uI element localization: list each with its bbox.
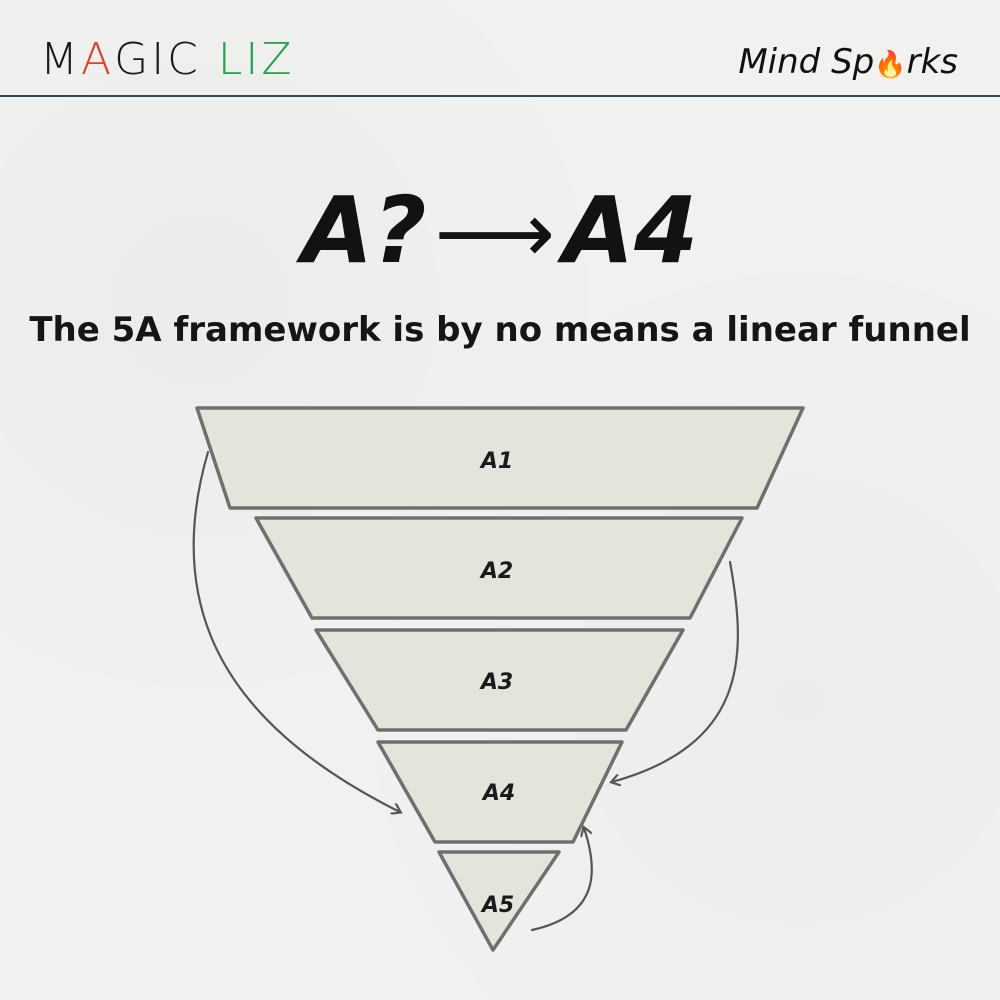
page-title: A?⟶A4 [0, 176, 1000, 288]
header-divider [0, 95, 1000, 97]
funnel-layer-a1 [195, 406, 805, 510]
tagline-text-end: rks [906, 42, 958, 82]
right-arrow-icon: ⟶ [434, 184, 555, 282]
funnel-label-a1: A1 [479, 449, 513, 474]
funnel-label-a3: A3 [479, 670, 513, 695]
title-to: A4 [562, 177, 699, 284]
flame-icon: 🔥 [874, 50, 907, 80]
brand-letter: A [80, 34, 115, 85]
brand-logo: MAGIC LIZ [40, 34, 295, 86]
brand-letter: L [217, 34, 246, 85]
funnel-layer-a5 [437, 850, 561, 952]
brand-letter: M [40, 34, 81, 85]
title-from: A? [301, 177, 427, 284]
tagline: Mind Sp🔥rks [738, 40, 958, 87]
flow-arrow-a5-to-a4 [530, 828, 593, 932]
tagline-text-start: Mind Sp [738, 42, 875, 82]
flow-arrow-a2-to-a4 [612, 560, 739, 782]
brand-letter: G [114, 34, 152, 85]
brand-letter: I [245, 34, 262, 85]
subtitle: The 5A framework is by no means a linear… [29, 310, 971, 350]
brand-letter: I [151, 34, 168, 85]
funnel-layer-a3 [314, 628, 685, 732]
funnel-layer-a2 [254, 516, 744, 620]
funnel-label-a2: A2 [479, 559, 513, 584]
flow-arrow-a1-to-a4 [192, 450, 400, 812]
header: MAGIC LIZ Mind Sp🔥rks [0, 0, 1000, 96]
brand-letter: Z [261, 34, 295, 85]
funnel-layer-a4 [376, 740, 624, 844]
funnel-label-a4: A4 [481, 781, 515, 806]
brand-letter: C [167, 34, 201, 85]
funnel-label-a5: A5 [480, 893, 514, 918]
